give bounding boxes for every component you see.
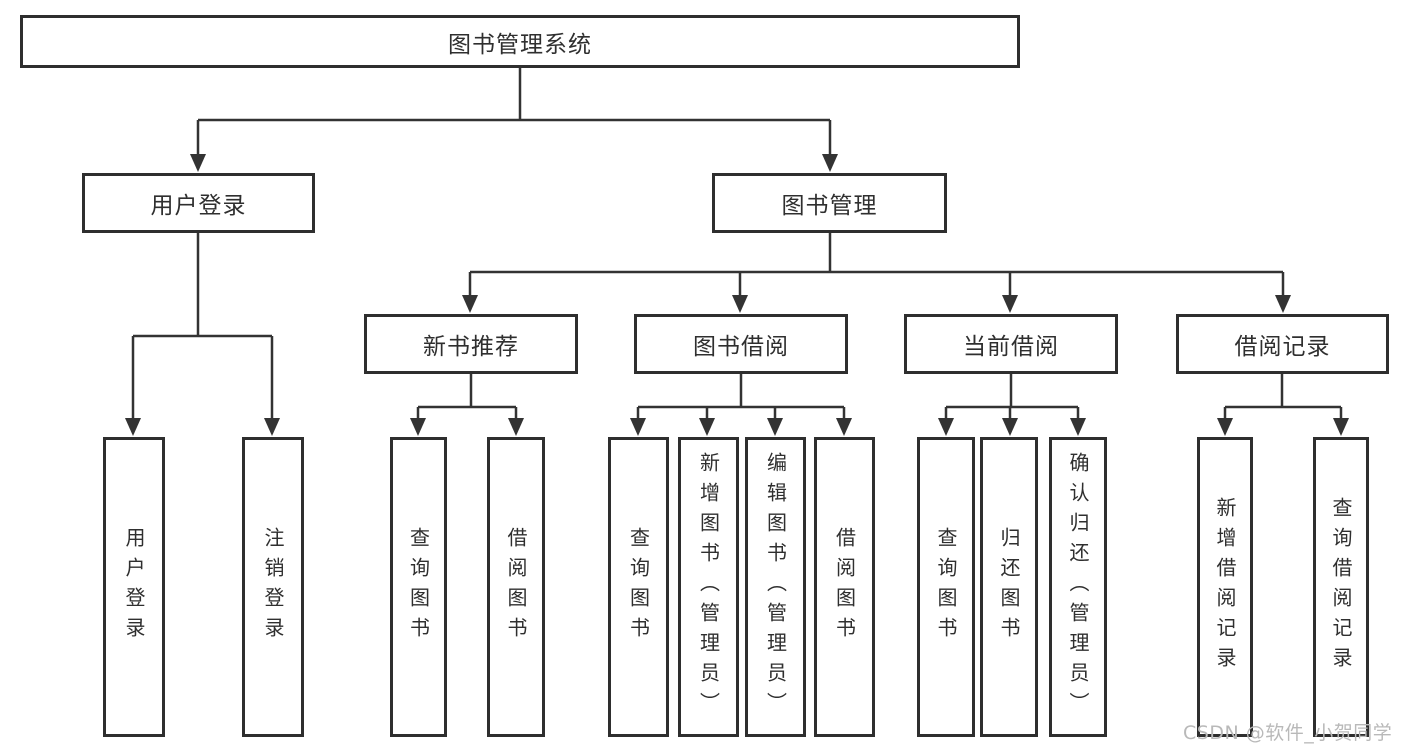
node-new-book-recommend-label: 新书推荐 <box>423 334 519 360</box>
leaf-borrow-books-2: 借阅图书 <box>814 437 875 737</box>
node-current-borrowing: 当前借阅 <box>904 314 1118 374</box>
leaf-add-books-admin: 新增图书（管理员） <box>678 437 739 737</box>
leaf-query-books-3: 查询图书 <box>917 437 975 737</box>
node-current-borrowing-label: 当前借阅 <box>963 334 1059 360</box>
csdn-watermark: CSDN @软件_小贺同学 <box>1183 722 1393 744</box>
leaf-query-books-1: 查询图书 <box>390 437 447 737</box>
node-user-login: 用户登录 <box>82 173 315 233</box>
leaf-query-books-2: 查询图书 <box>608 437 669 737</box>
node-book-borrowing-label: 图书借阅 <box>693 334 789 360</box>
node-borrowing-records: 借阅记录 <box>1176 314 1389 374</box>
leaf-logout: 注销登录 <box>242 437 304 737</box>
node-user-login-label: 用户登录 <box>150 193 247 219</box>
node-book-management: 图书管理 <box>712 173 947 233</box>
node-root-label: 图书管理系统 <box>448 31 592 58</box>
leaf-user-login: 用户登录 <box>103 437 165 737</box>
arrowheads <box>125 154 1349 436</box>
leaf-edit-books-admin: 编辑图书（管理员） <box>745 437 806 737</box>
node-new-book-recommend: 新书推荐 <box>364 314 578 374</box>
leaf-query-borrow-record: 查询借阅记录 <box>1313 437 1369 737</box>
node-book-borrowing: 图书借阅 <box>634 314 848 374</box>
node-book-management-label: 图书管理 <box>781 193 878 219</box>
leaf-return-books: 归还图书 <box>980 437 1038 737</box>
leaf-borrow-books-1: 借阅图书 <box>487 437 545 737</box>
leaf-confirm-return-admin: 确认归还（管理员） <box>1049 437 1107 737</box>
node-root: 图书管理系统 <box>20 15 1020 68</box>
node-borrowing-records-label: 借阅记录 <box>1234 334 1331 360</box>
leaf-add-borrow-record: 新增借阅记录 <box>1197 437 1253 737</box>
